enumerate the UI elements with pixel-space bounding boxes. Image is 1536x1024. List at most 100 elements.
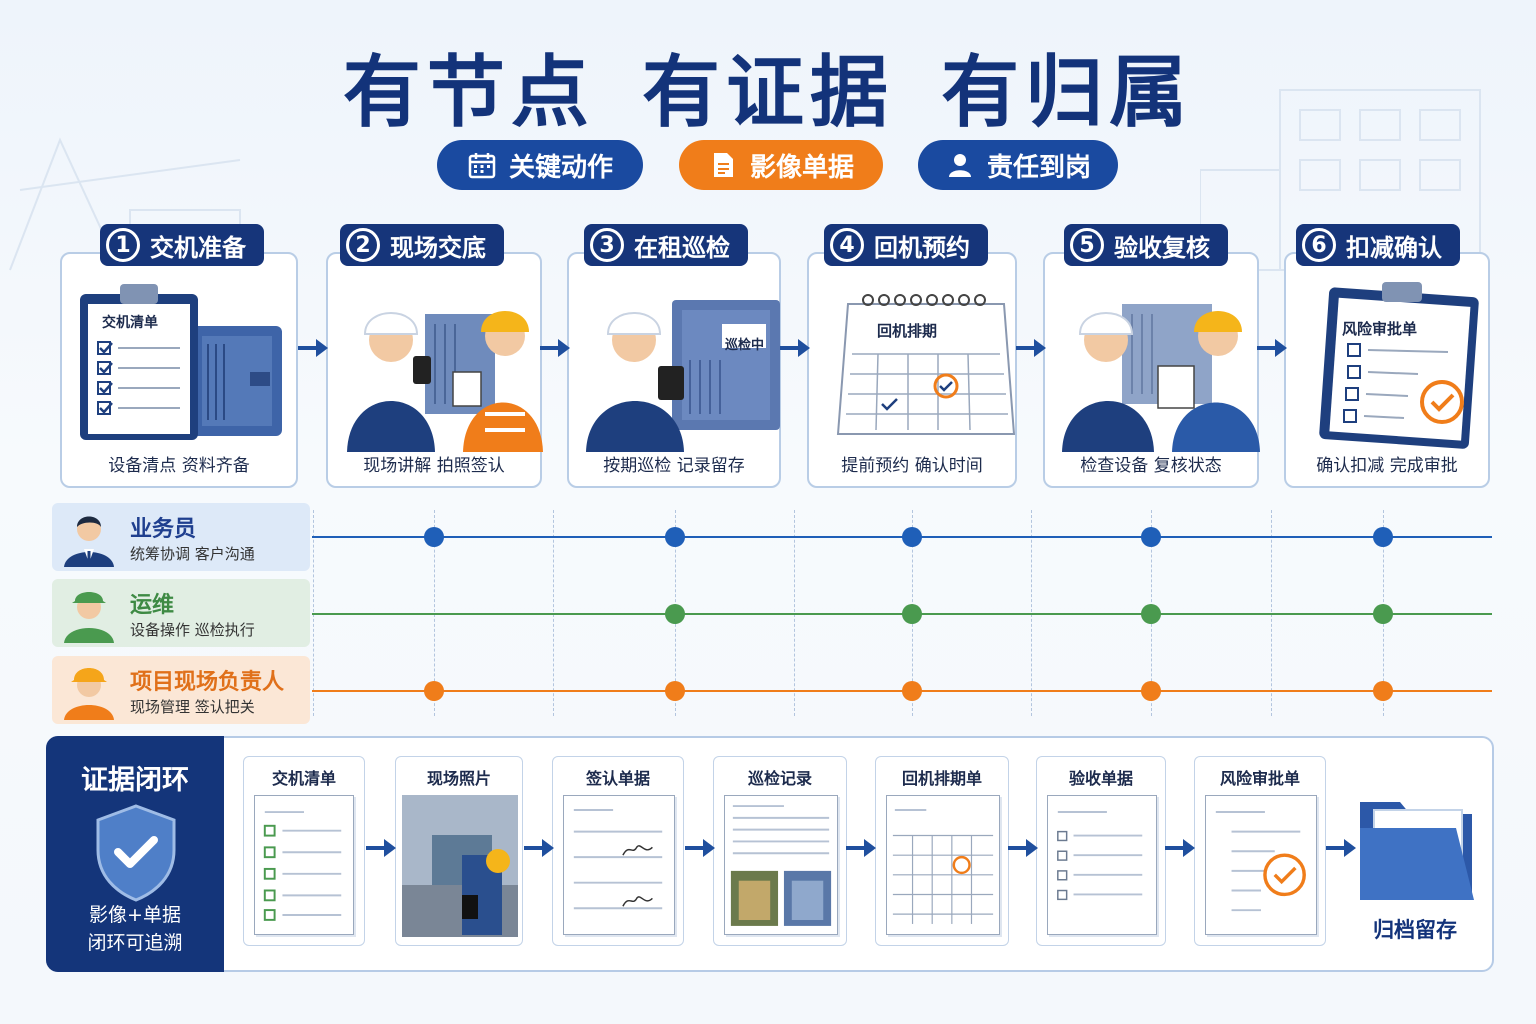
- doc-title: 交机清单: [271, 769, 336, 788]
- lane-node-dot: [665, 527, 685, 547]
- step-title: 验收复核: [1114, 233, 1210, 262]
- step-art-label: 风险审批单: [1342, 320, 1418, 338]
- evidence-subtitle-1: 影像+单据: [89, 904, 181, 926]
- acceptance-check-icon: [1062, 304, 1260, 452]
- doc-card-risk-approval: 风险审批单: [1194, 756, 1326, 946]
- step-art-label: 巡检中: [725, 338, 765, 353]
- doc-title: 现场照片: [426, 769, 491, 788]
- step-card-2: 现场讲解 拍照签认: [326, 252, 543, 488]
- archive-label: 归档留存: [1373, 918, 1457, 942]
- step-card-5: 检查设备 复核状态: [1043, 252, 1260, 488]
- risk-approval-clipboard-icon: [1319, 282, 1479, 449]
- doc-title: 验收单据: [1068, 769, 1133, 788]
- flow-arrow-icon: [1016, 339, 1046, 357]
- lane-node-dot: [1373, 604, 1393, 624]
- flow-arrow-icon: [1257, 339, 1287, 357]
- lane-node-dot: [902, 527, 922, 547]
- signed-document-icon: [563, 795, 675, 935]
- doc-card-inspection-records: 巡检记录: [713, 756, 847, 946]
- lane-node-dot: [1373, 527, 1393, 547]
- document-icon: [713, 153, 733, 177]
- step-number: 3: [590, 228, 624, 262]
- risk-approval-sheet-icon: [1205, 795, 1317, 935]
- step-art-label: 回机排期: [877, 322, 938, 340]
- flow-arrow-icon: [780, 339, 810, 357]
- lane-node-dot: [424, 681, 444, 701]
- pill-responsibility: 责任到岗: [918, 140, 1118, 190]
- site-photo-icon: [402, 795, 518, 937]
- role-name: 运维: [130, 593, 175, 618]
- doc-card-handover-list: 交机清单: [243, 756, 365, 946]
- step-title: 扣减确认: [1346, 233, 1442, 262]
- lane-node-dot: [902, 604, 922, 624]
- step-number: 1: [106, 228, 140, 262]
- doc-card-return-schedule: 回机排期单: [875, 756, 1009, 946]
- step-card-3: 巡检中 按期巡检 记录留存: [567, 252, 781, 488]
- role-name: 项目现场负责人: [130, 670, 285, 695]
- evidence-title: 证据闭环: [81, 765, 189, 796]
- role-desc: 统筹协调 客户沟通: [130, 545, 255, 563]
- lane-node-dot: [1141, 527, 1161, 547]
- pill-image-documents: 影像单据: [679, 140, 883, 190]
- inspection-record-icon: [724, 795, 838, 935]
- flow-arrow-icon: [540, 339, 570, 357]
- flow-arrow-icon: [685, 839, 715, 857]
- doc-card-site-photos: 现场照片: [395, 756, 523, 946]
- checklist-clipboard-icon: [80, 284, 282, 440]
- step-title: 回机预约: [874, 233, 970, 262]
- evidence-header: 证据闭环 影像+单据 闭环可追溯: [46, 736, 224, 972]
- desk-calendar-icon: [836, 294, 1016, 435]
- step-card-4: 回机排期 提前预约 确认时间: [807, 252, 1017, 488]
- step-caption: 设备清点 资料齐备: [108, 456, 250, 476]
- acceptance-sheet-icon: [1047, 795, 1157, 935]
- step-number: 6: [1302, 228, 1336, 262]
- site-manager-avatar-icon: [64, 668, 114, 720]
- doc-title: 风险审批单: [1219, 769, 1300, 788]
- page-title: 有节点 有证据 有归属: [342, 48, 1194, 138]
- inspection-worker-icon: [586, 300, 780, 452]
- schedule-sheet-icon: [886, 795, 1000, 935]
- flow-arrow-icon: [1165, 839, 1195, 857]
- step-card-6: 风险审批单 确认扣减 完成审批: [1284, 252, 1490, 488]
- doc-title: 回机排期单: [901, 769, 982, 788]
- role-desc: 设备操作 巡检执行: [130, 621, 255, 639]
- calendar-icon: [468, 153, 496, 179]
- flow-arrow-icon: [524, 839, 554, 857]
- doc-title: 巡检记录: [747, 769, 812, 788]
- step-number: 5: [1070, 228, 1104, 262]
- role-name: 业务员: [130, 517, 197, 542]
- lane-node-dot: [665, 681, 685, 701]
- evidence-subtitle-2: 闭环可追溯: [87, 932, 183, 954]
- step-tab-3: 3 在租巡检: [584, 224, 748, 266]
- lane-node-dot: [665, 604, 685, 624]
- lane-node-dot: [1373, 681, 1393, 701]
- step-title: 交机准备: [150, 233, 246, 262]
- step-art-label: 交机清单: [102, 315, 158, 331]
- step-caption: 确认扣减 完成审批: [1316, 456, 1458, 476]
- flow-arrow-icon: [1008, 839, 1038, 857]
- step-title: 在租巡检: [634, 233, 730, 262]
- step-caption: 现场讲解 拍照签认: [363, 456, 505, 476]
- pill-key-actions: 关键动作: [437, 140, 643, 190]
- step-tab-2: 2 现场交底: [340, 224, 504, 266]
- step-number: 2: [346, 228, 380, 262]
- step-caption: 按期巡检 记录留存: [603, 456, 745, 476]
- pill-label: 关键动作: [508, 152, 613, 183]
- maintenance-worker-avatar-icon: [64, 592, 114, 643]
- doc-card-sign-documents: 签认单据: [552, 756, 684, 946]
- checklist-document-icon: [254, 795, 354, 935]
- flow-arrow-icon: [298, 339, 328, 357]
- flow-arrow-icon: [1326, 839, 1356, 857]
- pill-label: 责任到岗: [986, 152, 1091, 183]
- doc-card-acceptance-documents: 验收单据: [1036, 756, 1166, 946]
- role-desc: 现场管理 签认把关: [130, 698, 255, 716]
- flow-arrow-icon: [366, 839, 396, 857]
- step-number: 4: [830, 228, 864, 262]
- lane-node-dot: [424, 527, 444, 547]
- businessman-avatar-icon: [64, 516, 114, 567]
- step-tab-4: 4 回机预约: [824, 224, 988, 266]
- role-salesperson: 业务员 统筹协调 客户沟通: [52, 503, 310, 571]
- step-tab-1: 1 交机准备: [100, 224, 264, 266]
- step-tab-5: 5 验收复核: [1064, 224, 1228, 266]
- role-site-manager: 项目现场负责人 现场管理 签认把关: [52, 656, 310, 724]
